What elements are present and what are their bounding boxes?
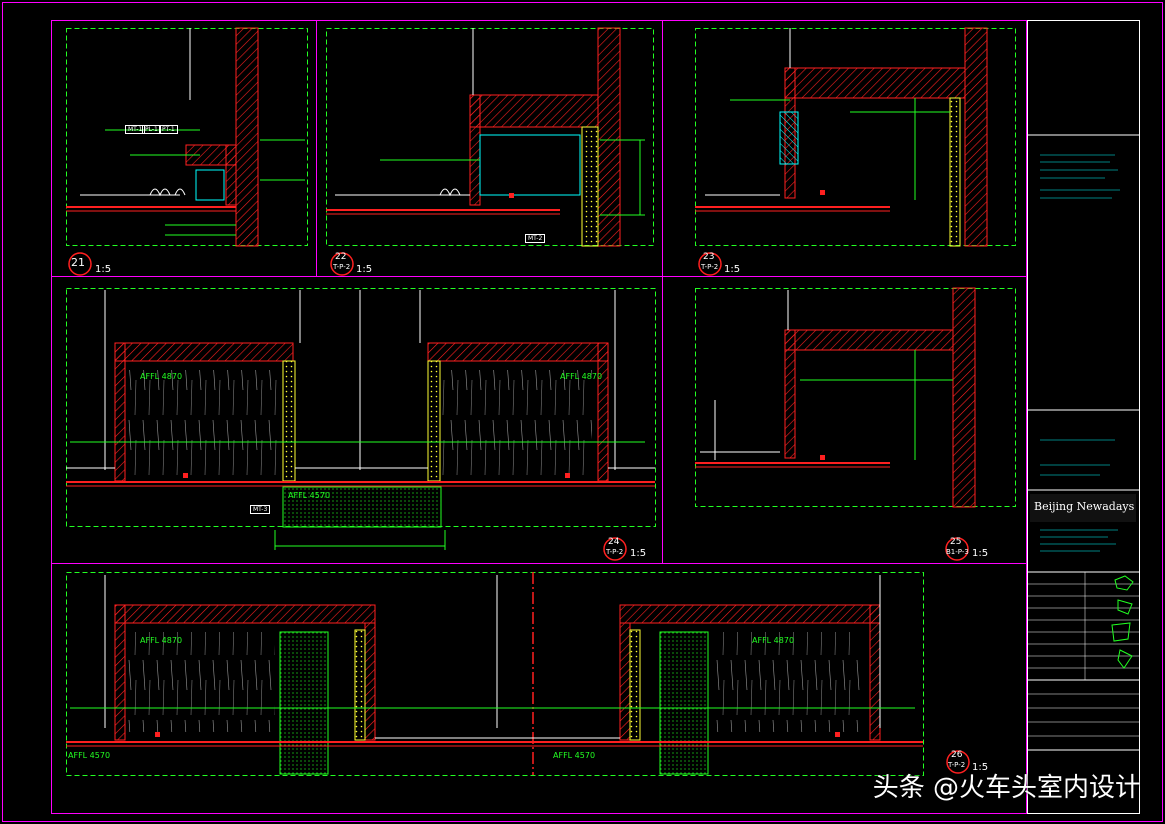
detail-24-drawing	[66, 288, 656, 550]
detail-26-sheet: T-P-2	[948, 761, 966, 769]
detail-23-drawing	[695, 27, 1016, 247]
detail-23-scale: 1:5	[724, 264, 741, 275]
material-tag: MT-3	[250, 505, 271, 514]
elev-d24-floor: AFFL 4570	[288, 491, 331, 500]
detail-24-scale: 1:5	[630, 548, 647, 559]
detail-21-scale: 1:5	[95, 264, 112, 275]
detail-21-drawing	[66, 27, 308, 247]
detail-25-scale: 1:5	[972, 548, 989, 559]
watermark-text: 头条 @火车头室内设计	[872, 773, 1141, 803]
detail-circles	[68, 252, 970, 774]
material-tag: MT-1	[125, 125, 146, 134]
elev-d24-right: AFFL 4870	[560, 372, 603, 381]
detail-24-number: 24	[608, 537, 620, 547]
detail-25-number: 25	[950, 537, 962, 547]
detail-23-number: 23	[703, 252, 715, 262]
elev-d26-floor-mid: AFFL 4570	[553, 751, 596, 760]
detail-22-number: 22	[335, 252, 347, 262]
elev-d26-left: AFFL 4870	[140, 636, 183, 645]
material-tag: PL-1	[142, 125, 161, 134]
detail-26-scale: 1:5	[972, 762, 989, 773]
detail-24-sheet: T-P-2	[606, 548, 624, 556]
elev-d24-left: AFFL 4870	[140, 372, 183, 381]
company-logo: Beijing Newadays	[1034, 500, 1135, 513]
detail-22-drawing	[326, 27, 654, 247]
title-block	[1027, 20, 1140, 814]
material-tag: MT-2	[525, 234, 546, 243]
detail-21-number: 21	[71, 256, 85, 269]
detail-22-sheet: T-P-2	[333, 263, 351, 271]
detail-23-sheet: T-P-2	[701, 263, 719, 271]
material-tag: PT-1	[159, 125, 178, 134]
detail-22-scale: 1:5	[356, 264, 373, 275]
detail-26-number: 26	[951, 750, 963, 760]
elev-d26-floor-left: AFFL 4570	[68, 751, 111, 760]
detail-26-drawing	[66, 572, 924, 776]
elev-d26-right: AFFL 4870	[752, 636, 795, 645]
detail-25-drawing	[695, 287, 1016, 508]
detail-25-sheet: B1-P-3	[946, 548, 969, 556]
